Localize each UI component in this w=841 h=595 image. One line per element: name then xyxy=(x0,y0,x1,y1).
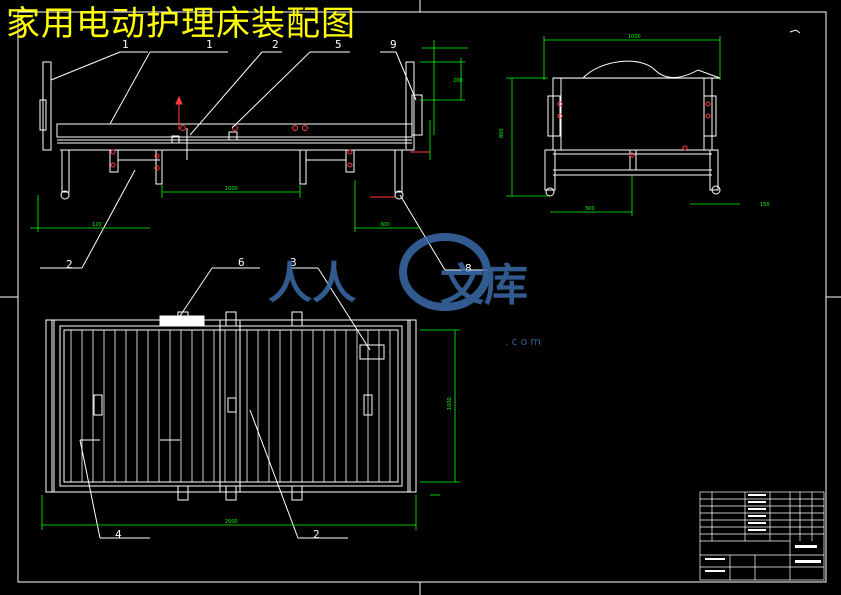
callout-2a: 2 xyxy=(272,38,279,51)
watermark-url: .com xyxy=(505,335,544,348)
svg-text:1000: 1000 xyxy=(225,186,238,192)
svg-text:200: 200 xyxy=(453,78,463,84)
front-view-dimension-texts: 1000 120 300 200 xyxy=(92,78,463,228)
top-view-dimension-texts: 2000 1000 xyxy=(225,397,453,525)
top-plan-view xyxy=(45,267,417,539)
svg-text:1000: 1000 xyxy=(628,34,641,40)
watermark: 人人 文库 .com xyxy=(268,233,544,348)
callout-numbers: 1 1 2 5 9 2 8 6 3 4 2 xyxy=(66,38,472,541)
callout-3: 3 xyxy=(290,256,297,269)
callout-8: 8 xyxy=(465,262,472,275)
side-view xyxy=(544,60,721,197)
svg-text:800: 800 xyxy=(499,128,505,138)
title-block xyxy=(699,491,825,581)
svg-text:150: 150 xyxy=(760,202,770,208)
watermark-text-1: 人人 xyxy=(268,258,356,309)
svg-text:1000: 1000 xyxy=(447,397,453,410)
callout-6: 6 xyxy=(238,256,245,269)
callout-5: 5 xyxy=(335,38,342,51)
front-view-dimensions xyxy=(30,40,468,232)
side-view-dimension-texts: 1000 800 300 150 xyxy=(499,34,770,212)
drawing-title: 家用电动护理床装配图 xyxy=(6,4,356,44)
svg-text:300: 300 xyxy=(380,222,390,228)
callout-1b: 1 xyxy=(206,38,213,51)
front-elevation-view xyxy=(39,51,488,271)
callout-2b: 2 xyxy=(313,528,320,541)
svg-text:120: 120 xyxy=(92,222,102,228)
callout-4: 4 xyxy=(115,528,122,541)
callout-9: 9 xyxy=(390,38,397,51)
callout-2: 2 xyxy=(66,258,73,271)
scale-mark xyxy=(789,29,801,34)
watermark-ring xyxy=(399,233,491,311)
callout-1a: 1 xyxy=(122,38,129,51)
top-view-dimensions xyxy=(41,329,460,530)
title-block-text-marks xyxy=(705,494,821,572)
side-view-dimensions xyxy=(506,36,740,216)
svg-text:2000: 2000 xyxy=(225,519,238,525)
svg-text:300: 300 xyxy=(585,206,595,212)
watermark-text-2: 文库 xyxy=(440,260,528,311)
